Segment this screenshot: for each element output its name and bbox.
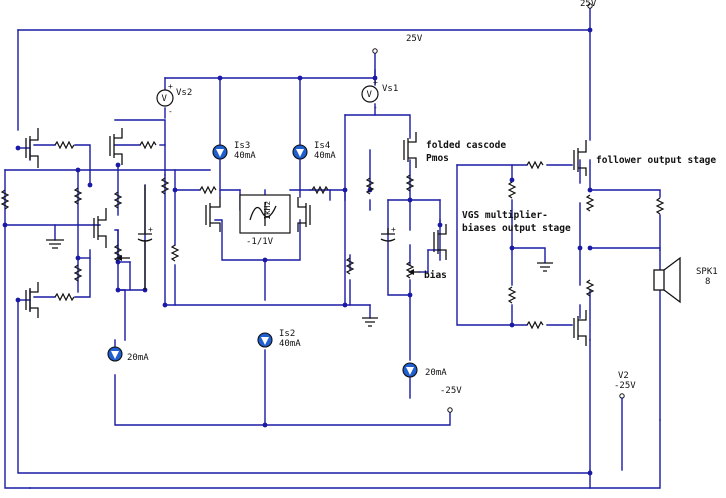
resistor-r4 bbox=[199, 185, 217, 195]
resistor-r16 bbox=[405, 174, 415, 192]
label-is2-value: 40mA bbox=[279, 339, 301, 349]
resistor-r13 bbox=[170, 244, 180, 262]
current-source-left bbox=[107, 346, 123, 362]
mosfet-q2 bbox=[25, 282, 39, 318]
voltmeter-vs1: V + - bbox=[361, 78, 379, 112]
mosfet-q7 bbox=[403, 132, 417, 168]
mosfet-q8 bbox=[433, 224, 447, 260]
voltmeter-vs1-minus: - bbox=[373, 103, 378, 112]
voltmeter-vs2-v: V bbox=[162, 94, 168, 104]
resistor-r6 bbox=[526, 160, 544, 170]
junctions bbox=[2, 27, 593, 476]
resistor-r3 bbox=[139, 140, 157, 150]
mosfet-q6 bbox=[297, 197, 311, 232]
label-pmos: Pmos bbox=[426, 153, 449, 164]
resistor-r5 bbox=[311, 185, 329, 195]
label-vs2: Vs2 bbox=[176, 88, 192, 98]
resistor-r9 bbox=[73, 187, 83, 205]
label-is3: Is3 bbox=[234, 141, 250, 151]
voltmeter-vs2-plus: + bbox=[168, 82, 173, 91]
capacitor-right-plus: + bbox=[391, 225, 396, 234]
label-follower-output-stage: follower output stage bbox=[596, 155, 716, 166]
mosfet-q3 bbox=[109, 128, 123, 165]
labels: 25V 25V Vs2 Vs1 Is3 40mA Is4 40mA Is2 40… bbox=[127, 0, 718, 396]
resistor-r7 bbox=[526, 320, 544, 330]
capacitor-left: + bbox=[137, 185, 153, 290]
label-v2-value: -25V bbox=[614, 381, 636, 391]
mosfet-q10 bbox=[573, 310, 587, 346]
mosfet-q5 bbox=[205, 197, 221, 232]
voltmeter-vs1-plus: + bbox=[373, 78, 378, 87]
signal-source-gain: -1/1V bbox=[246, 237, 274, 247]
resistor-r19 bbox=[585, 194, 595, 212]
label-top-rail: 25V bbox=[580, 0, 597, 9]
signal-source-freq: 1kHz bbox=[263, 201, 272, 220]
label-source-left: 20mA bbox=[127, 353, 149, 363]
label-vgs-multiplier: VGS multiplier- bbox=[462, 210, 548, 221]
resistor-r18 bbox=[507, 286, 517, 304]
potentiometer-bias bbox=[405, 261, 420, 279]
label-is4-value: 40mA bbox=[314, 151, 336, 161]
resistor-r2 bbox=[54, 292, 75, 302]
resistor-r10 bbox=[73, 264, 83, 282]
wires bbox=[4, 7, 661, 489]
label-is4: Is4 bbox=[314, 141, 330, 151]
resistor-r11 bbox=[113, 191, 123, 209]
current-source-is4 bbox=[292, 144, 308, 198]
current-sources bbox=[107, 144, 418, 378]
potentiometer-left bbox=[113, 244, 130, 262]
resistor-r12 bbox=[160, 177, 170, 195]
label-spk1: SPK1 bbox=[696, 267, 718, 277]
current-source-is2 bbox=[257, 332, 273, 348]
label-is2: Is2 bbox=[279, 329, 295, 339]
label-is3-value: 40mA bbox=[234, 151, 256, 161]
label-neg-rail: -25V bbox=[440, 386, 462, 396]
speaker bbox=[653, 256, 681, 304]
signal-source: 1kHz -1/1V bbox=[239, 194, 291, 247]
terminals bbox=[372, 3, 625, 471]
mosfets bbox=[25, 128, 587, 346]
label-source-right: 20mA bbox=[425, 368, 447, 378]
label-folded-cascode: folded cascode bbox=[426, 140, 506, 151]
label-spk-value: 8 bbox=[705, 277, 710, 287]
resistors bbox=[0, 140, 665, 330]
label-v2: V2 bbox=[618, 371, 629, 381]
mosfet-q9 bbox=[573, 140, 587, 176]
voltmeter-vs2-minus: - bbox=[168, 107, 173, 116]
current-source-is3 bbox=[212, 144, 228, 198]
mosfet-q1 bbox=[25, 128, 39, 168]
voltmeter-vs1-v: V bbox=[367, 90, 373, 100]
resistor-r20 bbox=[585, 279, 595, 297]
mosfet-q4 bbox=[93, 208, 107, 248]
label-bias: bias bbox=[424, 270, 447, 281]
resistor-r14 bbox=[345, 257, 355, 275]
ground-center bbox=[362, 317, 378, 327]
capacitor-right: + bbox=[380, 225, 396, 242]
ground-right bbox=[537, 262, 553, 272]
resistor-r8 bbox=[0, 189, 10, 210]
capacitors: + + bbox=[137, 185, 396, 290]
voltmeter-vs2: V + - bbox=[156, 82, 174, 116]
label-mid-rail: 25V bbox=[406, 34, 423, 44]
resistor-r15 bbox=[365, 177, 375, 195]
ground-left bbox=[46, 224, 64, 249]
resistor-r1 bbox=[54, 140, 75, 150]
resistor-r17 bbox=[507, 181, 517, 199]
capacitor-left-plus: + bbox=[148, 225, 153, 234]
potentiometers bbox=[113, 244, 420, 279]
label-biases-output-stage: biases output stage bbox=[462, 223, 571, 234]
grounds bbox=[46, 224, 553, 327]
label-vs1: Vs1 bbox=[382, 84, 398, 94]
current-source-right bbox=[402, 362, 418, 378]
resistor-r21 bbox=[655, 197, 665, 215]
voltmeters: V + - V + - bbox=[156, 78, 379, 116]
